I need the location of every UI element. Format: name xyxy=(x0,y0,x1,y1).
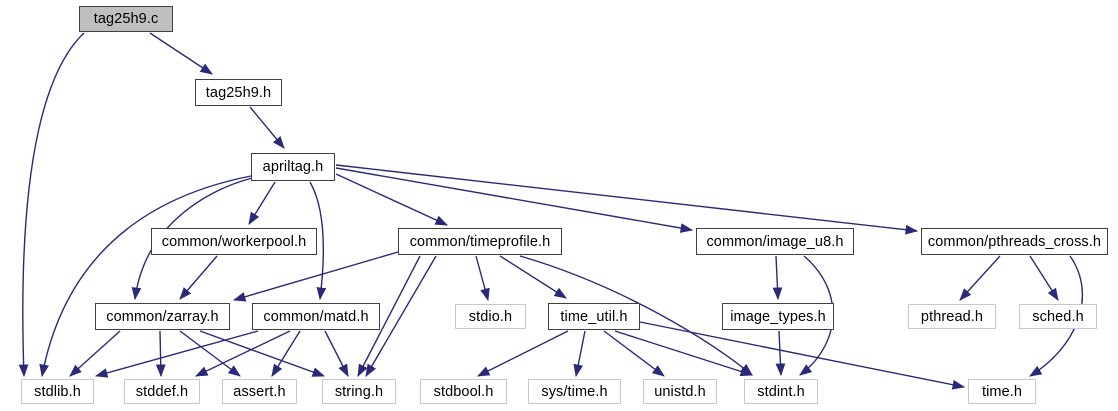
node-stddef_h[interactable]: stddef.h xyxy=(124,379,200,404)
node-label: stdint.h xyxy=(757,383,805,400)
edge-timeprofile_h-to-zarray_h xyxy=(232,251,399,302)
node-tag25h9_c[interactable]: tag25h9.c xyxy=(79,6,173,32)
node-string_h[interactable]: string.h xyxy=(322,379,396,404)
node-pthread_h[interactable]: pthread.h xyxy=(908,304,996,329)
node-label: time_util.h xyxy=(560,308,628,325)
edge-zarray_h-to-string_h xyxy=(199,330,326,377)
edge-time_util_h-to-systime_h xyxy=(573,330,586,378)
edge-image_u8_h-to-image_types_h xyxy=(772,255,783,301)
node-assert_h[interactable]: assert.h xyxy=(222,379,297,404)
edge-tag25h9_c-to-stdlib_h xyxy=(18,32,85,378)
node-label: sched.h xyxy=(1032,308,1084,325)
edge-timeprofile_h-to-stdio_h xyxy=(475,255,490,302)
node-label: assert.h xyxy=(233,383,286,400)
edge-pthreads_cross_h-to-pthread_h xyxy=(959,255,1001,301)
node-stdbool_h[interactable]: stdbool.h xyxy=(420,379,507,404)
node-image_types_h[interactable]: image_types.h xyxy=(722,303,834,330)
node-apriltag_h[interactable]: apriltag.h xyxy=(251,153,335,181)
edge-pthreads_cross_h-to-sched_h xyxy=(1029,255,1059,301)
node-systime_h[interactable]: sys/time.h xyxy=(528,379,621,404)
node-label: time.h xyxy=(981,383,1023,400)
node-label: common/matd.h xyxy=(263,308,369,325)
node-label: stdbool.h xyxy=(433,383,494,400)
edge-apriltag_h-to-zarray_h xyxy=(131,177,253,301)
node-label: apriltag.h xyxy=(262,159,324,175)
node-label: common/pthreads_cross.h xyxy=(927,233,1102,250)
node-tag25h9_h[interactable]: tag25h9.h xyxy=(195,79,282,106)
edge-timeprofile_h-to-stdlib_h xyxy=(365,255,437,377)
node-label: common/image_u8.h xyxy=(706,233,844,250)
node-workerpool_h[interactable]: common/workerpool.h xyxy=(151,228,317,255)
node-image_u8_h[interactable]: common/image_u8.h xyxy=(696,228,854,255)
node-label: stddef.h xyxy=(135,383,189,400)
node-time_util_h[interactable]: time_util.h xyxy=(548,303,640,330)
edge-time_util_h-to-unistd_h xyxy=(603,330,665,377)
node-label: common/timeprofile.h xyxy=(409,233,551,250)
edge-image_types_h-to-stdint_h xyxy=(775,330,786,377)
edge-matd_h-to-string_h xyxy=(324,330,349,377)
edge-tag25h9_c-to-tag25h9_h xyxy=(149,32,213,75)
edge-apriltag_h-to-workerpool_h xyxy=(248,181,276,225)
edge-zarray_h-to-stdlib_h xyxy=(69,330,121,377)
node-label: unistd.h xyxy=(654,383,706,400)
node-time_h[interactable]: time.h xyxy=(968,379,1036,404)
node-label: tag25h9.c xyxy=(93,11,159,27)
edge-time_util_h-to-stdint_h xyxy=(614,330,754,377)
node-pthreads_cross_h[interactable]: common/pthreads_cross.h xyxy=(921,228,1108,255)
node-label: stdlib.h xyxy=(34,383,81,400)
node-label: image_types.h xyxy=(730,308,826,325)
node-stdio_h[interactable]: stdio.h xyxy=(455,304,526,329)
node-label: stdio.h xyxy=(468,308,513,325)
node-label: sys/time.h xyxy=(541,383,608,400)
edge-timeprofile_h-to-string_h xyxy=(357,255,421,377)
node-label: pthread.h xyxy=(920,308,984,325)
edge-workerpool_h-to-zarray_h xyxy=(179,255,218,300)
edge-apriltag_h-to-timeprofile_h xyxy=(335,173,449,226)
node-label: tag25h9.h xyxy=(205,84,272,101)
edge-timeprofile_h-to-stdint_h xyxy=(519,255,753,376)
node-label: string.h xyxy=(334,383,384,400)
node-label: common/workerpool.h xyxy=(161,233,307,250)
node-sched_h[interactable]: sched.h xyxy=(1019,304,1097,329)
node-zarray_h[interactable]: common/zarray.h xyxy=(95,303,230,330)
edge-timeprofile_h-to-time_util_h xyxy=(499,255,567,299)
edge-time_util_h-to-time_h xyxy=(639,321,966,390)
edge-apriltag_h-to-stdlib_h xyxy=(39,175,252,378)
node-stdint_h[interactable]: stdint.h xyxy=(744,379,818,404)
edge-matd_h-to-assert_h xyxy=(271,330,301,377)
node-stdlib_h[interactable]: stdlib.h xyxy=(21,379,94,404)
edge-zarray_h-to-stddef_h xyxy=(155,330,166,378)
edge-tag25h9_h-to-apriltag_h xyxy=(249,106,285,149)
edge-apriltag_h-to-matd_h xyxy=(309,181,327,301)
node-matd_h[interactable]: common/matd.h xyxy=(252,303,380,330)
edge-matd_h-to-stddef_h xyxy=(194,330,291,377)
node-unistd_h[interactable]: unistd.h xyxy=(643,379,717,404)
edge-zarray_h-to-assert_h xyxy=(179,330,241,377)
edge-apriltag_h-to-image_u8_h xyxy=(335,167,694,233)
node-label: common/zarray.h xyxy=(106,308,219,325)
edge-matd_h-to-stdlib_h xyxy=(94,330,259,378)
edge-time_util_h-to-stdbool_h xyxy=(476,330,569,377)
edge-apriltag_h-to-pthreads_cross_h xyxy=(335,164,919,235)
node-timeprofile_h[interactable]: common/timeprofile.h xyxy=(398,228,562,255)
